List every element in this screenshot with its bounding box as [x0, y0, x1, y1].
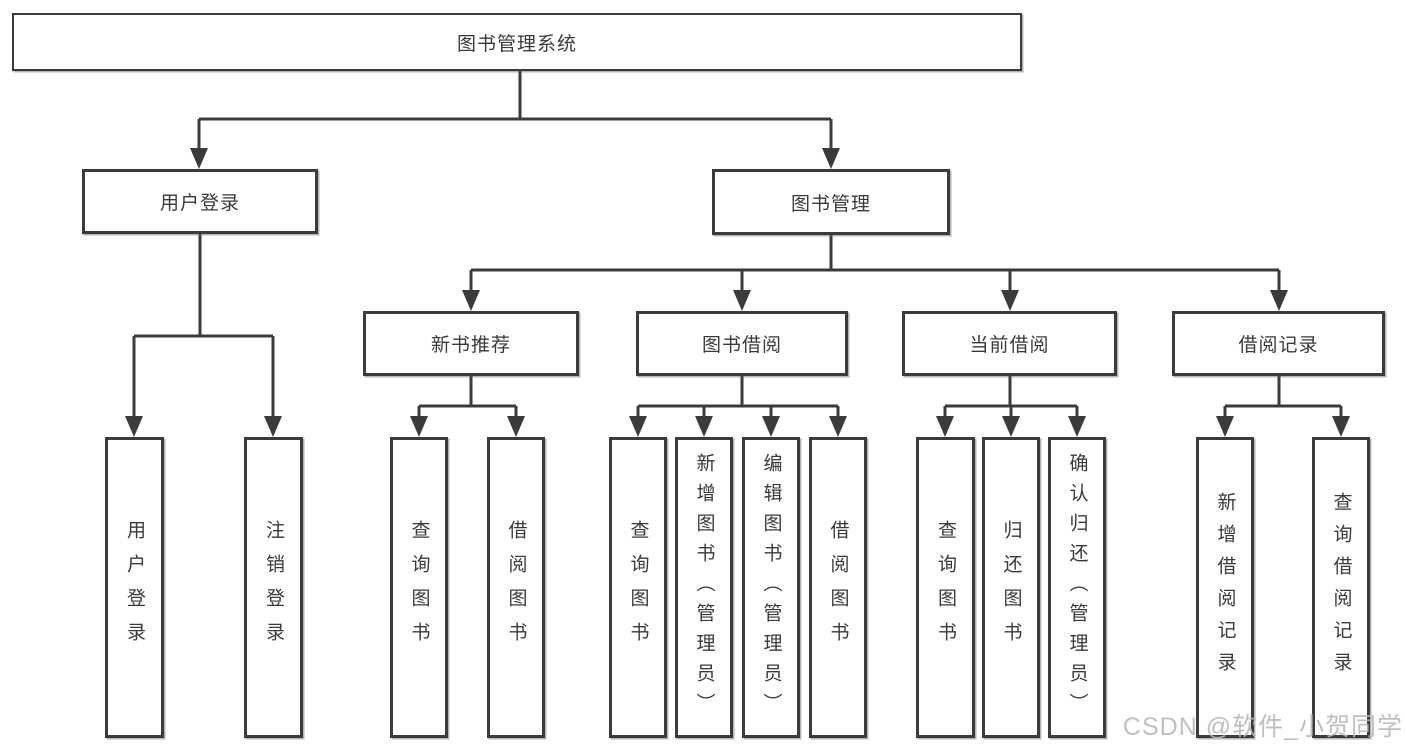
leaf-user-login: 用户登录: [105, 437, 164, 738]
leaf-query-books-recommend: 查询图书: [390, 437, 448, 738]
leaf-label: 编辑图书（管理员）: [760, 452, 782, 723]
leaf-confirm-return-admin: 确认归还（管理员）: [1048, 437, 1106, 738]
node-current-borrowing: 当前借阅: [902, 311, 1117, 376]
node-library-management-system: 图书管理系统: [12, 13, 1022, 71]
leaf-add-borrow-record: 新增借阅记录: [1196, 437, 1254, 738]
leaf-logout: 注销登录: [244, 437, 303, 738]
leaf-label: 查询图书: [627, 519, 649, 656]
leaf-label: 查询图书: [935, 519, 956, 656]
leaf-query-books-borrowing: 查询图书: [609, 437, 667, 738]
leaf-label: 借阅图书: [505, 519, 527, 656]
leaf-borrow-books-recommend: 借阅图书: [487, 437, 545, 738]
leaf-label: 新增图书（管理员）: [693, 452, 715, 723]
csdn-watermark: CSDN @软件_小贺同学: [1122, 713, 1403, 741]
node-borrowing-records: 借阅记录: [1172, 311, 1385, 376]
leaf-label: 用户登录: [124, 519, 145, 656]
leaf-label: 新增借阅记录: [1214, 491, 1236, 684]
leaf-edit-book-admin: 编辑图书（管理员）: [742, 437, 800, 738]
node-book-borrowing: 图书借阅: [636, 311, 848, 376]
node-user-login: 用户登录: [82, 169, 318, 234]
leaf-label: 查询图书: [408, 519, 430, 656]
leaf-label: 注销登录: [263, 519, 284, 656]
node-book-management: 图书管理: [712, 169, 950, 235]
node-label: 图书管理: [790, 193, 871, 215]
leaf-query-books-current: 查询图书: [916, 437, 975, 738]
node-label: 当前借阅: [969, 335, 1050, 356]
node-new-book-recommendation: 新书推荐: [363, 311, 579, 376]
node-label: 借阅记录: [1238, 335, 1319, 356]
leaf-label: 查询借阅记录: [1330, 491, 1352, 684]
leaf-add-book-admin: 新增图书（管理员）: [675, 437, 733, 738]
node-label: 新书推荐: [430, 335, 511, 356]
leaf-query-borrow-record: 查询借阅记录: [1312, 437, 1370, 738]
leaf-borrow-books-borrowing: 借阅图书: [809, 437, 867, 738]
leaf-label: 借阅图书: [827, 519, 849, 656]
node-label: 用户登录: [159, 193, 240, 214]
leaf-label: 确认归还（管理员）: [1066, 452, 1088, 723]
leaf-label: 归还图书: [1000, 519, 1022, 656]
node-label: 图书借阅: [701, 335, 782, 356]
leaf-return-books: 归还图书: [982, 437, 1040, 738]
node-label: 图书管理系统: [456, 33, 577, 55]
